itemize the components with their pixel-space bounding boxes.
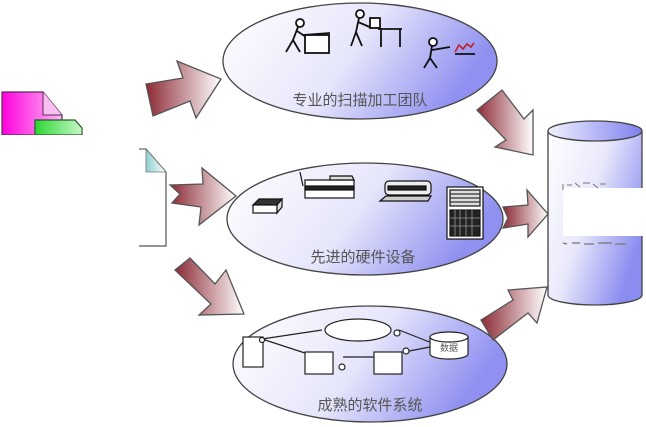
database-label: 数据 [440,342,458,354]
node-scan-team: 专业的扫描加工团队 [222,2,498,120]
software-label: 成熟的软件系统 [317,396,422,414]
cylinder-text-mask [563,188,646,236]
green-document-icon [34,119,83,136]
scan-team-label: 专业的扫描加工团队 [292,91,427,109]
worker-box-icon [285,18,331,54]
document-mask [0,135,140,265]
cylinder-faded-text [562,182,606,190]
worker-table-icon [350,9,402,47]
arrow-to-scan-team [145,59,222,120]
scan-team-ellipse [222,2,498,120]
arrow-scan-team-to-db [476,89,534,156]
worker-chart-icon [423,37,475,69]
arrow-to-hardware [168,166,238,227]
scanner-flat-icon [251,197,284,215]
source-documents [0,91,167,265]
hardware-label: 先进的硬件设备 [310,248,415,266]
software-architecture-icon [242,318,469,375]
arrow-software-to-db [480,286,548,341]
arrow-to-software [174,257,245,316]
node-hardware: 先进的硬件设备 [226,162,504,276]
node-software: 数据 成熟的软件系统 [232,305,508,423]
server-cabinet-icon [446,186,484,240]
output-database-cylinder [547,120,646,306]
database-icon [429,331,469,360]
arrow-hardware-to-db [501,188,549,239]
scanner-feeder-icon [299,171,355,199]
wide-printer-icon [378,180,433,202]
hardware-ellipse [226,162,504,276]
white-document-icon [139,148,167,247]
